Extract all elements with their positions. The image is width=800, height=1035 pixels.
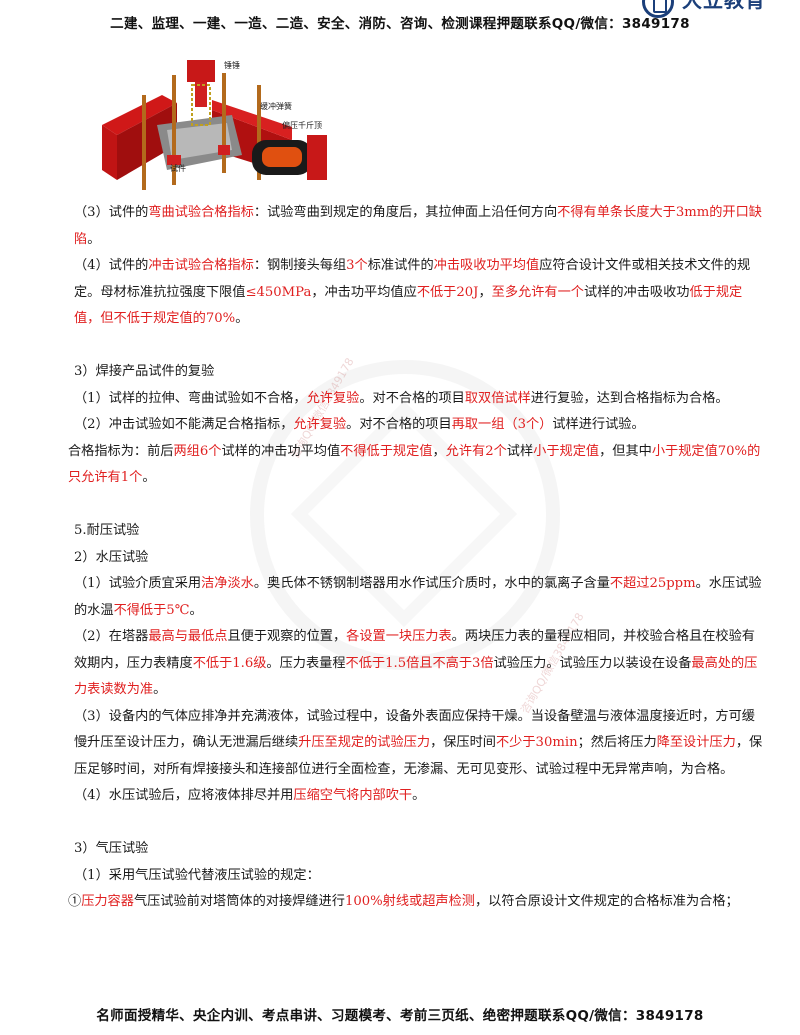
paragraph-retest-tensile: （1）试样的拉伸、弯曲试验如不合格，允许复验。对不合格的项目取双倍试样进行复验，… bbox=[74, 390, 729, 406]
paragraph-bend-test: （3）试件的弯曲试验合格指标：试验弯曲到规定的角度后，其拉伸面上沿任何方向不得有… bbox=[74, 205, 762, 247]
section-heading-hydro-test: 2）水压试验 bbox=[74, 549, 149, 565]
test-apparatus-figure: 锤锤 缓冲弹簧 偏压千斤顶 试件 bbox=[92, 55, 342, 200]
paragraph-impact-test: （4）试件的冲击试验合格指标：钢制接头每组3个标准试件的冲击吸收功平均值应符合设… bbox=[74, 258, 751, 326]
section-heading-pneumatic-test: 3）气压试验 bbox=[74, 841, 149, 856]
figure-label-specimen: 试件 bbox=[170, 164, 186, 173]
page-header: 二建、监理、一建、一造、二造、安全、消防、咨询、检测课程押题联系QQ/微信：38… bbox=[110, 16, 690, 32]
paragraph-pneumatic-rule: （1）采用气压试验代替液压试验的规定： bbox=[74, 867, 320, 883]
figure-label-jack: 偏压千斤顶 bbox=[282, 121, 322, 130]
document-body: （3）试件的弯曲试验合格指标：试验弯曲到规定的角度后，其拉伸面上沿任何方向不得有… bbox=[68, 200, 764, 916]
logo-emblem-icon bbox=[642, 0, 674, 18]
section-heading-retest: 3）焊接产品试件的复验 bbox=[74, 364, 215, 379]
brand-logo: 大立教育 bbox=[642, 0, 782, 22]
paragraph-retest-impact: （2）冲击试验如不能满足合格指标，允许复验。对不合格的项目再取一组（3个）试样进… bbox=[74, 417, 645, 432]
section-heading-pressure-test: 5.耐压试验 bbox=[74, 523, 140, 538]
paragraph-retest-criteria: 合格指标为：前后两组6个试样的冲击功平均值不得低于规定值，允许有2个试样小于规定… bbox=[68, 443, 761, 486]
paragraph-hydro-drain: （4）水压试验后，应将液体排尽并用压缩空气将内部吹干。 bbox=[74, 788, 426, 803]
figure-label-spring: 缓冲弹簧 bbox=[260, 102, 292, 111]
paragraph-hydro-procedure: （3）设备内的气体应排净并充满液体，试验过程中，设备外表面应保持干燥。当设备壁温… bbox=[74, 708, 763, 777]
apparatus-illustration bbox=[102, 60, 327, 190]
logo-name: 大立教育 bbox=[682, 0, 766, 12]
paragraph-hydro-medium: （1）试验介质宜采用洁净淡水。奥氏体不锈钢制塔器用水作试压介质时，水中的氯离子含… bbox=[74, 576, 762, 618]
paragraph-hydro-gauges: （2）在塔器最高与最低点且便于观察的位置，各设置一块压力表。两块压力表的量程应相… bbox=[74, 629, 758, 697]
page-footer: 名师面授精华、央企内训、考点串讲、习题模考、考前三页纸、绝密押题联系QQ/微信：… bbox=[96, 1008, 704, 1024]
paragraph-pneumatic-ndt: ①压力容器气压试验前对塔筒体的对接焊缝进行100%射线或超声检测，以符合原设计文… bbox=[68, 894, 739, 909]
figure-label-hammer: 锤锤 bbox=[224, 61, 240, 70]
